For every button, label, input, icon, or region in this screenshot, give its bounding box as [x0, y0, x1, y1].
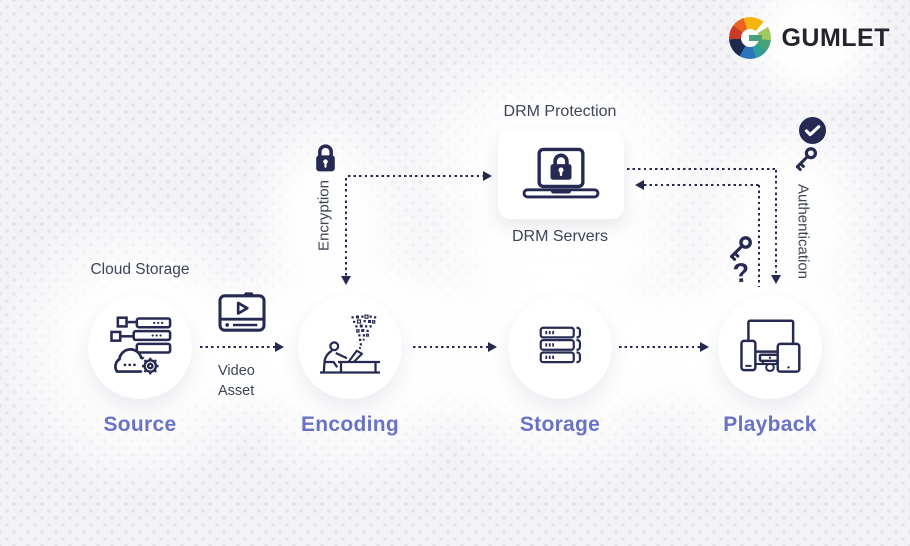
- license-question-mark: ?: [731, 257, 751, 289]
- authentication-label: Authentication: [794, 183, 812, 280]
- cloud-servers-gear-icon: [110, 316, 172, 376]
- drm-to-playback-line-horizontal: [627, 168, 777, 171]
- arrowhead-left-icon: [635, 180, 644, 190]
- auth-key-icon: [795, 147, 818, 172]
- arrowhead-down-icon: [771, 275, 781, 284]
- source-label: Source: [103, 413, 177, 436]
- playback-to-drm-line-vertical: [758, 185, 761, 287]
- cloud-storage-caption: Cloud Storage: [90, 261, 190, 278]
- storage-label: Storage: [519, 413, 601, 436]
- arrowhead-right-icon: [700, 342, 709, 352]
- drm-servers-card: [498, 131, 624, 219]
- license-key-icon: [730, 236, 752, 261]
- server-stack-icon: [539, 326, 582, 364]
- auth-check-circle-icon: [799, 117, 826, 144]
- drm-to-encoding-line: [341, 178, 351, 285]
- arrowhead-right-icon: [275, 342, 284, 352]
- arrowhead-down-icon: [341, 276, 351, 285]
- gumlet-logo-icon: [729, 17, 772, 59]
- gumlet-wordmark: GUMLET: [781, 23, 890, 52]
- dotted-line: [644, 183, 761, 187]
- multi-device-icon: [740, 319, 801, 373]
- source-circle: [88, 295, 192, 399]
- dotted-line: [619, 345, 700, 349]
- encoding-label: Encoding: [300, 413, 400, 436]
- playback-circle: [718, 295, 822, 399]
- dotted-line: [344, 178, 348, 276]
- gumlet-logo: GUMLET: [729, 17, 890, 59]
- encryption-label: Encryption: [315, 180, 333, 251]
- flow-arrow-encoding-storage: [413, 342, 497, 352]
- encoding-circle: [298, 295, 402, 399]
- drm-to-playback-line-vertical: [771, 170, 781, 284]
- flow-arrow-source-encoding: [200, 342, 284, 352]
- encryption-lock-icon: [316, 144, 335, 172]
- video-asset-line1: Video: [218, 363, 255, 379]
- playback-label: Playback: [723, 413, 817, 436]
- dotted-line: [200, 345, 275, 349]
- video-asset-label: Video Asset: [218, 362, 255, 401]
- arrowhead-right-icon: [483, 171, 492, 181]
- person-encoding-icon: [320, 314, 380, 374]
- flow-arrow-storage-playback: [619, 342, 709, 352]
- drm-servers-label: DRM Servers: [511, 228, 608, 245]
- video-player-icon: [218, 292, 266, 332]
- arrowhead-right-icon: [488, 342, 497, 352]
- laptop-lock-icon: [522, 147, 600, 198]
- dotted-line: [348, 174, 483, 178]
- playback-to-drm-line-horizontal: [635, 180, 761, 190]
- storage-circle: [508, 295, 612, 399]
- dotted-line: [413, 345, 488, 349]
- video-asset-line2: Asset: [218, 382, 255, 399]
- dotted-line: [774, 170, 778, 275]
- drm-protection-label: DRM Protection: [503, 103, 617, 120]
- encoding-to-drm-line: [348, 171, 492, 181]
